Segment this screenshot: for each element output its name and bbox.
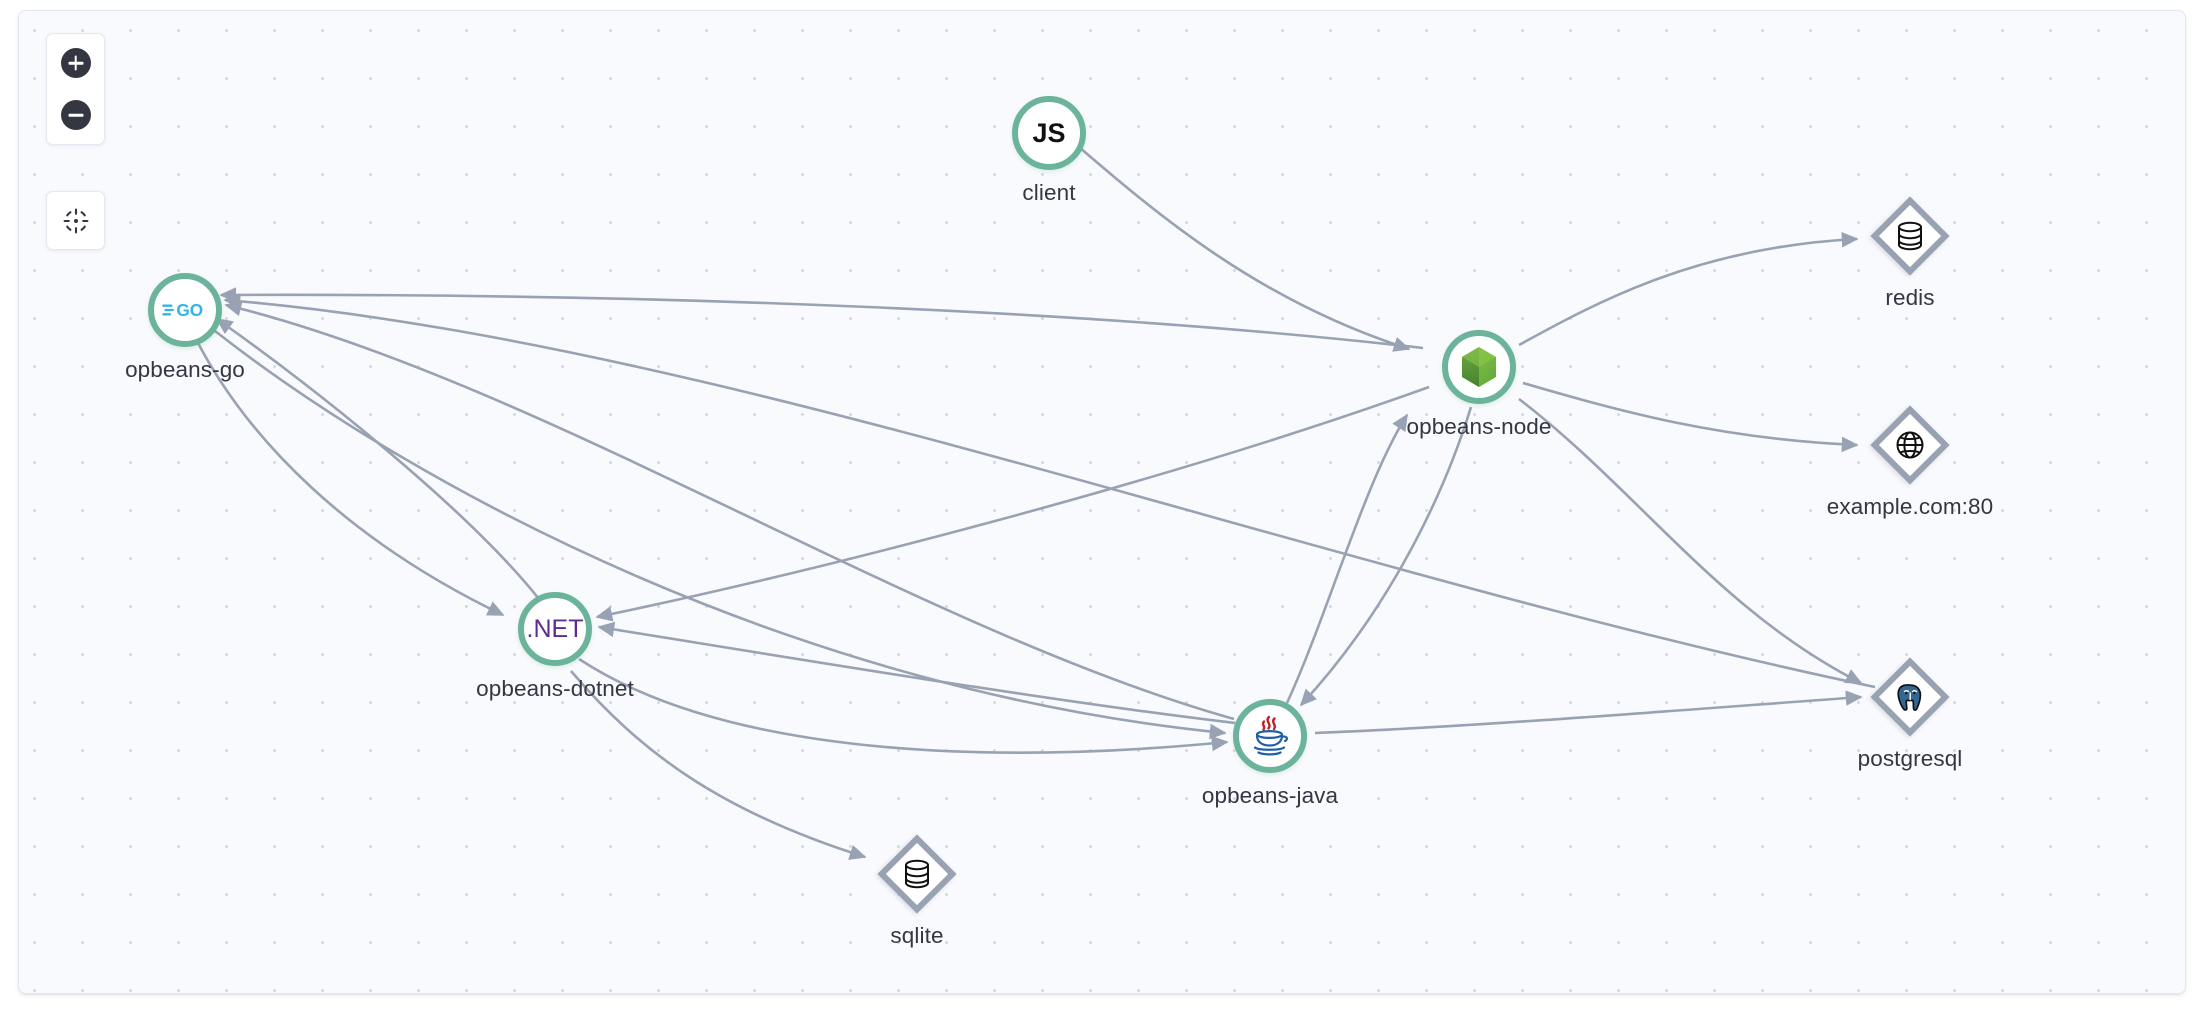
node-label-redis: redis (1885, 285, 1935, 310)
database-icon (905, 859, 929, 889)
node-postgresql[interactable]: postgresql (1858, 657, 1962, 771)
edge-opbeans-java-to-opbeans-node (1285, 413, 1409, 704)
edge-opbeans-node-to-opbeans-java (1299, 406, 1473, 707)
edge-opbeans-dotnet-to-sqlite (570, 670, 867, 860)
edge-opbeans-node-to-redis (1518, 232, 1859, 347)
edge-opbeans-go-to-opbeans-java (214, 329, 1227, 740)
edge-opbeans-dotnet-to-opbeans-java (578, 657, 1229, 754)
sqlite-diamond[interactable] (877, 834, 957, 914)
node-opbeans-dotnet[interactable]: .NET opbeans-dotnet (476, 592, 634, 701)
node-label-opbeans-java: opbeans-java (1201, 783, 1339, 808)
center-map-control (46, 191, 105, 250)
node-opbeans-go[interactable]: GO opbeans-go (125, 273, 245, 382)
redis-diamond[interactable] (1870, 196, 1950, 276)
crosshair-center-dot (73, 218, 78, 223)
edge-opbeans-node-to-postgresql (1518, 397, 1863, 685)
nodejs-hexagon-icon (1462, 347, 1496, 387)
service-map-canvas[interactable]: JS client GO opbeans-go (18, 10, 2186, 994)
node-client[interactable]: JS client (1012, 96, 1086, 205)
node-label-opbeans-node: opbeans-node (1406, 414, 1552, 439)
node-opbeans-java[interactable]: opbeans-java (1202, 699, 1338, 808)
zoom-in-button[interactable] (58, 45, 94, 81)
client-circle[interactable]: JS (1012, 96, 1086, 170)
edge-opbeans-node-to-example-com (1522, 381, 1859, 453)
node-sqlite[interactable]: sqlite (877, 834, 957, 948)
dotnet-icon: .NET (526, 614, 584, 643)
node-label-client: client (1022, 180, 1076, 205)
edge-layer (195, 140, 1876, 860)
edge-opbeans-node-to-opbeans-go (219, 287, 1424, 350)
zoom-out-button[interactable] (58, 97, 94, 133)
globe-icon (1896, 431, 1924, 459)
edge-client-to-opbeans-node (1071, 140, 1411, 352)
svg-text:GO: GO (176, 300, 203, 320)
minus-icon (60, 100, 91, 130)
node-label-opbeans-dotnet: opbeans-dotnet (476, 676, 634, 701)
postgresql-diamond[interactable] (1870, 657, 1950, 737)
edge-opbeans-java-to-postgresql (1314, 690, 1863, 735)
node-layer: JS client GO opbeans-go (19, 11, 2185, 993)
go-lang-icon: GO (162, 300, 203, 320)
node-opbeans-node[interactable]: opbeans-node (1406, 330, 1551, 439)
example-com-diamond[interactable] (1870, 405, 1950, 485)
node-example-com-80[interactable]: example.com:80 (1827, 405, 1993, 519)
edge-opbeans-java-to-opbeans-dotnet (597, 621, 1236, 725)
edge-opbeans-java-to-opbeans-go (224, 301, 1235, 721)
crosshair-center-icon (63, 208, 88, 233)
node-label-opbeans-go: opbeans-go (125, 357, 245, 382)
node-redis[interactable]: redis (1870, 196, 1950, 310)
plus-icon (60, 48, 91, 78)
center-map-button[interactable] (58, 203, 94, 239)
zoom-controls (46, 33, 105, 145)
database-icon (1898, 221, 1922, 251)
edge-opbeans-node-to-opbeans-dotnet (595, 385, 1430, 622)
edge-postgresql-to-opbeans-go (223, 293, 1876, 689)
opbeans-node-circle[interactable] (1442, 330, 1516, 404)
java-coffee-cup-icon (1253, 715, 1289, 756)
opbeans-dotnet-circle[interactable]: .NET (518, 592, 592, 666)
node-label-sqlite: sqlite (890, 923, 944, 948)
edge-opbeans-dotnet-to-opbeans-go (215, 317, 541, 600)
edge-opbeans-go-to-opbeans-dotnet (195, 340, 505, 617)
javascript-rum-icon: JS (1032, 117, 1066, 148)
opbeans-java-circle[interactable] (1233, 699, 1307, 773)
node-label-postgresql: postgresql (1857, 746, 1963, 771)
opbeans-go-circle[interactable]: GO (148, 273, 222, 347)
node-label-example-com-80: example.com:80 (1826, 494, 1994, 519)
postgresql-elephant-icon (1897, 684, 1922, 711)
